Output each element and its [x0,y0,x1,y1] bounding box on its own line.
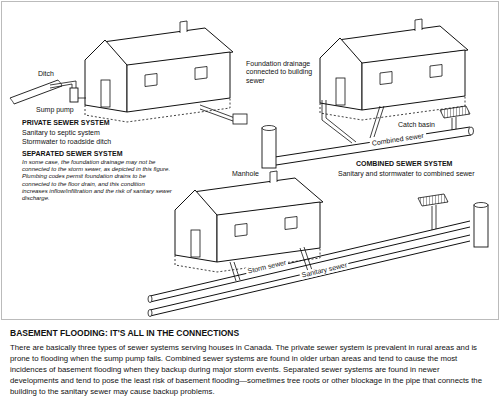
part-label: Ditch [38,70,54,78]
part-label: Sanitary sewer [299,261,350,281]
part-label: Sanitary and stormwater to combined sewe… [338,170,475,178]
part-label: Sump pump [36,106,74,114]
system-heading: COMBINED SEWER SYSTEM [356,160,452,168]
part-label: Manhole [232,170,259,178]
part-label: Catch basin [398,121,435,129]
part-label: Stormwater to roadside ditch [22,138,111,146]
caption-title: BASEMENT FLOODING: IT'S ALL IN THE CONNE… [10,328,239,338]
caption-text: There are basically three types of sewer… [10,342,490,397]
part-label: Sanitary to septic system [22,129,100,137]
part-label: In some case, the foundation drainage ma… [22,159,172,202]
part-label: Storm sewer [245,258,289,276]
system-heading: SEPARATED SEWER SYSTEM [22,150,122,158]
system-heading: PRIVATE SEWER SYSTEM [22,119,110,127]
part-label: Foundation drainage connected to buildin… [246,60,318,85]
